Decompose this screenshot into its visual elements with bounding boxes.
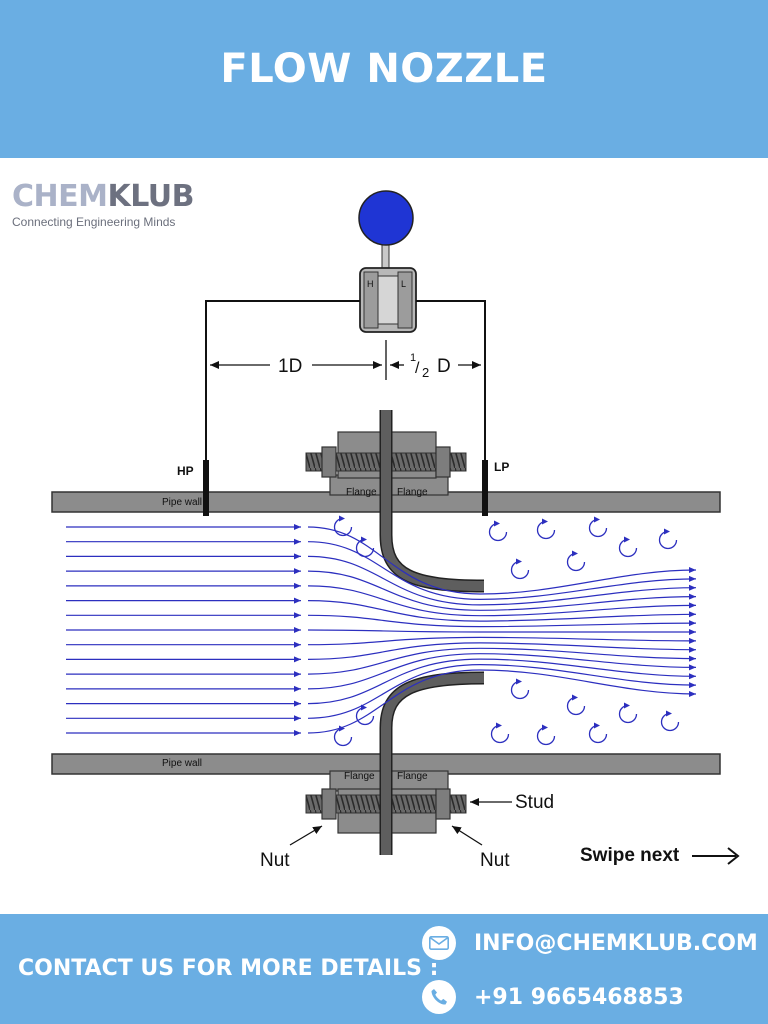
stud-label: Stud — [515, 792, 554, 813]
flange-label-upper-right: Flange — [397, 487, 428, 498]
impulse-line-high — [205, 300, 360, 462]
eddy-swirl — [536, 726, 556, 746]
eddy-arrowhead — [572, 694, 578, 701]
eddy-swirl — [618, 538, 638, 558]
transmitter-high-label: H — [367, 279, 374, 289]
phone-text[interactable]: +91 9665468853 — [474, 984, 684, 1010]
eddy-swirl — [588, 518, 608, 538]
nozzle-upper-fill — [381, 410, 485, 591]
svg-text:/: / — [415, 360, 420, 377]
flow-streamline — [307, 653, 697, 690]
dimension-upstream: 1D — [278, 356, 302, 377]
tap-high-label: HP — [177, 464, 194, 478]
flow-streamline — [307, 636, 697, 646]
eddy-arrowhead — [516, 678, 522, 685]
pipe-wall-top-label: Pipe wall — [162, 497, 202, 508]
eddy-swirl — [658, 530, 678, 550]
eddy-arrowhead — [624, 536, 630, 543]
gauge-dial — [358, 190, 414, 246]
flow-streamline — [307, 658, 697, 705]
eddy-arrowhead — [496, 722, 502, 729]
eddy-swirl — [333, 727, 353, 747]
logo-part-chem: CHEM — [12, 179, 108, 214]
eddy-swirl — [490, 724, 510, 744]
eddy-swirl — [660, 712, 680, 732]
chemklub-logo: CHEMKLUB Connecting Engineering Minds — [12, 179, 195, 230]
eddy-swirl — [566, 552, 586, 572]
phone-icon — [422, 980, 456, 1014]
eddy-arrowhead — [494, 520, 500, 527]
eddy-arrowhead — [594, 722, 600, 729]
swipe-next-label: Swipe next — [580, 845, 680, 866]
email-text[interactable]: INFO@CHEMKLUB.COM — [474, 930, 758, 956]
flow-eddies — [333, 515, 680, 747]
mail-icon — [422, 926, 456, 960]
eddy-swirl — [355, 538, 375, 558]
nut-label-left: Nut — [260, 850, 290, 871]
eddy-arrowhead — [666, 710, 672, 717]
eddy-swirl — [510, 560, 530, 580]
swipe-arrow-icon — [692, 847, 740, 865]
flange-label-lower-left: Flange — [344, 771, 375, 782]
eddy-swirl — [355, 706, 375, 726]
dimension-lines: 1D 1 / 2 D — [210, 340, 481, 380]
phone-contact[interactable]: +91 9665468853 — [422, 980, 684, 1014]
eddy-arrowhead — [664, 528, 670, 535]
flow-streamline — [307, 647, 697, 675]
eddy-swirl — [510, 680, 530, 700]
flow-streamline — [307, 642, 697, 660]
eddy-swirl — [566, 696, 586, 716]
eddy-swirl — [618, 704, 638, 724]
pressure-tap-high — [203, 460, 209, 516]
pressure-tap-low — [482, 460, 488, 516]
eddy-arrowhead — [516, 558, 522, 565]
flange-label-lower-right: Flange — [397, 771, 428, 782]
flow-streamline — [307, 555, 697, 606]
eddy-swirl — [588, 724, 608, 744]
page-title: FLOW NOZZLE — [220, 46, 548, 92]
eddy-arrowhead — [542, 518, 548, 525]
eddy-swirl — [488, 522, 508, 542]
flow-streamline — [307, 629, 696, 635]
eddy-arrowhead — [594, 516, 600, 523]
transmitter-low-label: L — [401, 279, 406, 289]
flow-streamline — [307, 585, 697, 617]
flow-streamline — [307, 669, 697, 734]
contact-label: CONTACT US FOR MORE DETAILS : — [18, 956, 439, 981]
nut-label-right: Nut — [480, 850, 510, 871]
eddy-swirl — [536, 520, 556, 540]
flow-streamline — [307, 570, 697, 611]
flow-nozzle-diagram: H L 1D 1 / 2 D Pipe wall Pipe wall Flang… — [51, 190, 740, 871]
pipe-wall-bottom-label: Pipe wall — [162, 758, 202, 769]
logo-tagline: Connecting Engineering Minds — [12, 215, 176, 229]
eddy-arrowhead — [339, 725, 345, 732]
tap-low-label: LP — [494, 460, 509, 474]
flow-streamline — [307, 614, 697, 628]
eddy-arrowhead — [542, 724, 548, 731]
impulse-line-low — [416, 300, 486, 462]
dimension-fraction-den: 2 — [422, 365, 429, 380]
flow-streamline — [307, 526, 697, 595]
eddy-swirl — [333, 517, 353, 537]
eddy-arrowhead — [361, 704, 367, 711]
dimension-downstream: D — [437, 356, 451, 377]
flange-label-upper-left: Flange — [346, 487, 377, 498]
footer-banner: CONTACT US FOR MORE DETAILS : INFO@CHEMK… — [0, 914, 768, 1024]
dimension-fraction-num: 1 — [410, 352, 416, 364]
eddy-arrowhead — [339, 515, 345, 522]
dp-transmitter: H L — [358, 190, 417, 333]
eddy-arrowhead — [361, 536, 367, 543]
flow-streamline — [307, 600, 697, 622]
header-banner: FLOW NOZZLE — [0, 0, 768, 158]
eddy-arrowhead — [572, 550, 578, 557]
email-contact[interactable]: INFO@CHEMKLUB.COM — [422, 926, 758, 960]
flow-streamlines — [66, 524, 697, 736]
eddy-arrowhead — [624, 702, 630, 709]
logo-part-klub: KLUB — [107, 179, 195, 214]
